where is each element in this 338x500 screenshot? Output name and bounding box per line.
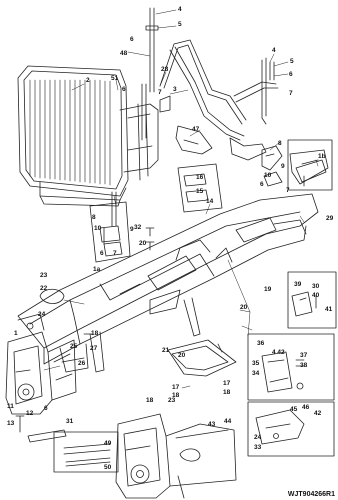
- callout-13: 13: [7, 420, 15, 427]
- callout-10-right: 10: [264, 172, 272, 179]
- callout-43: 43: [208, 421, 216, 428]
- callout-4-right: 4: [272, 47, 276, 54]
- callout-46: 46: [302, 404, 310, 411]
- callout-20-b: 20: [240, 304, 248, 311]
- callout-19: 19: [264, 286, 272, 293]
- callout-36: 36: [257, 340, 265, 347]
- callout-8-left: 8: [92, 214, 96, 221]
- callout-5-right: 5: [290, 58, 294, 65]
- callout-37: 37: [300, 352, 308, 359]
- callout-9-left: 9: [130, 226, 134, 233]
- callout-1b: 1b: [318, 153, 326, 160]
- callout-49: 49: [104, 440, 112, 447]
- callout-6-top: 6: [130, 36, 134, 43]
- callout-9-right: 9: [281, 163, 285, 170]
- callout-17-b: 17: [223, 380, 231, 387]
- inset-49-50: [53, 431, 119, 473]
- center-fasteners: [145, 227, 155, 251]
- callout-42-a: 4 42: [272, 349, 285, 356]
- callout-3: 3: [173, 86, 177, 93]
- callout-35: 35: [252, 360, 260, 367]
- leader-lines: [43, 9, 319, 389]
- callout-25: 25: [70, 343, 78, 350]
- callout-2: 2: [86, 77, 90, 84]
- lower-housing: [115, 413, 237, 499]
- step-plate: [167, 339, 237, 377]
- main-frame: [17, 193, 319, 365]
- callout-7-b: 7: [286, 187, 290, 194]
- callout-28: 28: [161, 66, 169, 73]
- left-small-parts: [15, 415, 67, 443]
- callout-20-a: 20: [139, 240, 147, 247]
- front-grille: [17, 65, 159, 207]
- callout-33: 33: [254, 444, 262, 451]
- callout-24-lower: 24: [254, 434, 262, 441]
- callout-40b: 40: [312, 292, 320, 299]
- pad-parts: [177, 163, 223, 213]
- inset-33-46: [247, 401, 335, 457]
- callout-29: 29: [326, 215, 334, 222]
- callout-24: 24: [38, 311, 46, 318]
- callout-41: 41: [325, 306, 333, 313]
- callout-38: 38: [300, 362, 308, 369]
- callout-40: 39: [294, 281, 302, 288]
- callout-10-left: 10: [94, 225, 102, 232]
- callout-14: 14: [206, 198, 214, 205]
- callout-47: 47: [192, 126, 200, 133]
- callout-34: 34: [252, 370, 260, 377]
- callout-1a: 1a: [93, 266, 101, 273]
- callout-30: 30: [312, 283, 320, 290]
- callout-18-a: 18: [91, 330, 99, 337]
- callout-11: 11: [7, 403, 14, 410]
- callout-15: 15: [196, 188, 204, 195]
- callout-6-right: 6: [289, 71, 293, 78]
- callout-1: 1: [14, 330, 18, 337]
- callout-50: 50: [104, 464, 112, 471]
- callout-12: 12: [26, 410, 34, 417]
- callout-42-b: 42: [314, 410, 322, 417]
- callout-16: 16: [196, 174, 204, 181]
- callout-6-lower: 6: [44, 405, 48, 412]
- callout-48: 48: [120, 50, 128, 57]
- callout-51: 51: [111, 75, 119, 82]
- callout-17-a: 17: [172, 384, 180, 391]
- left-bracket-parts: [89, 191, 131, 263]
- callout-6-a: 6: [122, 86, 126, 93]
- figure-reference-code: WJT904266R1: [287, 491, 335, 498]
- callout-44: 44: [224, 418, 232, 425]
- inset-39-41: [287, 271, 337, 329]
- callout-6-b: 6: [260, 181, 264, 188]
- callout-7-left: 7: [113, 250, 117, 257]
- callout-4-top: 4: [178, 6, 182, 13]
- callout-18-c: 18: [223, 389, 231, 396]
- callout-31: 31: [66, 418, 74, 425]
- callout-6-left: 6: [100, 250, 104, 257]
- callout-20-c: 20: [178, 352, 186, 359]
- callout-7-a: 7: [158, 89, 162, 96]
- callout-8-right: 8: [278, 140, 282, 147]
- callout-5-top: 5: [178, 21, 182, 28]
- inset-34-38: [247, 333, 335, 401]
- center-legs: [39, 288, 201, 373]
- callout-26: 26: [78, 360, 86, 367]
- callout-27: 27: [90, 345, 98, 352]
- callout-18-d: 18: [146, 397, 154, 404]
- callout-18-b: 18: [172, 392, 180, 399]
- left-housing: [5, 313, 77, 415]
- callout-45: 45: [290, 406, 298, 413]
- callout-23-left: 23: [40, 272, 48, 279]
- callout-23-lower: 23: [168, 397, 176, 404]
- inset-1b: [287, 139, 333, 191]
- callout-32: 32: [134, 224, 142, 231]
- callout-22: 22: [40, 285, 48, 292]
- callout-7-right: 7: [289, 90, 293, 97]
- upper-tubes: [141, 7, 279, 161]
- callout-21: 21: [162, 347, 170, 354]
- right-brackets: [261, 145, 329, 187]
